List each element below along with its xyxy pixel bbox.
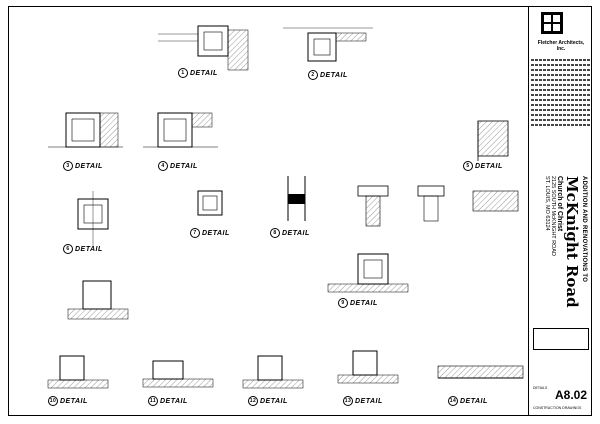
project-subtitle: Church of Christ xyxy=(556,176,563,232)
detail-drawing xyxy=(77,191,109,246)
detail-drawing xyxy=(142,360,214,388)
detail-drawing xyxy=(47,355,109,389)
stamp-box xyxy=(533,328,589,350)
project-header: ADDITION AND RENOVATIONS TO xyxy=(581,176,587,283)
detail-drawing xyxy=(242,355,304,389)
detail-drawing xyxy=(327,253,409,293)
detail-drawing xyxy=(283,27,373,62)
detail-drawing xyxy=(357,185,389,227)
sheet-title: DETAILS xyxy=(533,386,548,390)
drawing-status: CONSTRUCTION DRAWINGS xyxy=(533,406,582,410)
detail-drawing xyxy=(287,176,306,221)
detail-drawing xyxy=(67,280,129,320)
detail-drawing xyxy=(477,120,509,161)
project-title-block: ADDITION AND RENOVATIONS TO McKnight Roa… xyxy=(529,176,593,316)
detail-drawing xyxy=(437,365,524,379)
sheet-number: A8.02 xyxy=(555,388,588,402)
detail-drawing xyxy=(143,112,218,148)
detail-drawing xyxy=(417,185,445,222)
detail-drawing xyxy=(158,25,249,71)
project-address-line1: 2125 SOUTH McKNIGHT ROAD xyxy=(550,176,556,256)
detail-drawing xyxy=(472,190,519,212)
firm-name: Fletcher Architects, Inc. xyxy=(537,40,585,52)
sheet-border xyxy=(8,6,592,416)
detail-drawing xyxy=(197,190,223,216)
firm-logo-icon xyxy=(541,12,563,34)
consultants-list xyxy=(531,56,591,129)
detail-drawing xyxy=(48,112,123,148)
detail-drawing xyxy=(337,350,399,384)
title-block: Fletcher Architects, Inc. ADDITION AND R… xyxy=(528,6,592,416)
project-name: McKnight Road xyxy=(563,176,581,308)
